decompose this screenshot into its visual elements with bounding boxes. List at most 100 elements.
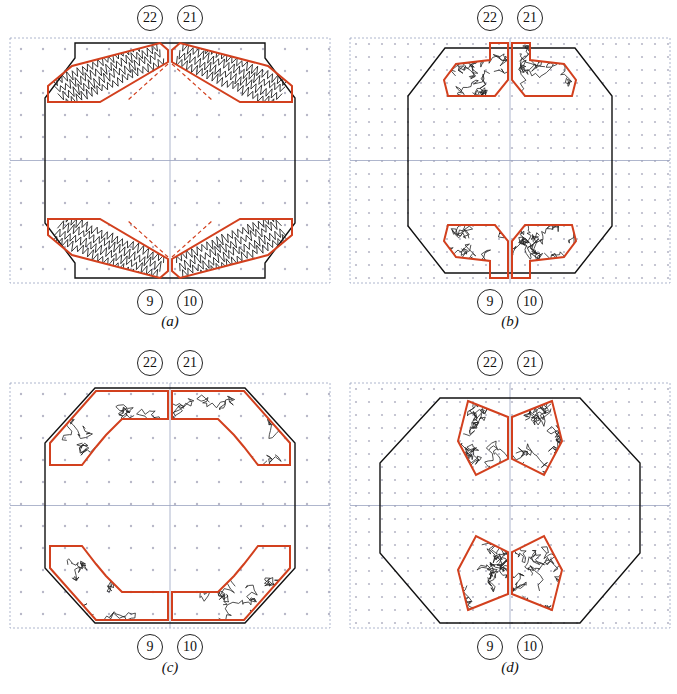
fitted-envelope bbox=[172, 546, 290, 620]
callout-circle: 10 bbox=[177, 289, 203, 315]
fitted-envelope bbox=[458, 401, 508, 475]
molecule-trace bbox=[187, 546, 281, 620]
grid-axis bbox=[10, 160, 330, 161]
callout-circle: 22 bbox=[477, 5, 503, 31]
molecule-trace bbox=[512, 225, 574, 275]
callout-circle: 9 bbox=[477, 289, 503, 315]
grid-frame bbox=[10, 38, 330, 283]
callout-circle: 22 bbox=[137, 5, 163, 31]
callout-number: 10 bbox=[523, 639, 537, 655]
callout-circle: 21 bbox=[517, 5, 543, 31]
molecule-quadrant bbox=[172, 546, 290, 620]
dot-grid bbox=[10, 38, 330, 283]
callout-circle: 9 bbox=[137, 634, 163, 660]
molecule-quadrant bbox=[444, 43, 508, 96]
fitted-envelope bbox=[444, 225, 508, 278]
callout-circle: 10 bbox=[517, 634, 543, 660]
grid-axis bbox=[350, 160, 670, 161]
callout-number: 22 bbox=[483, 10, 497, 26]
callout-number: 21 bbox=[183, 10, 197, 26]
fitted-envelope bbox=[172, 391, 290, 465]
callout-circle: 21 bbox=[177, 5, 203, 31]
panel-drawing bbox=[350, 38, 670, 283]
molecule-quadrant bbox=[172, 391, 290, 465]
molecule-trace bbox=[446, 46, 508, 96]
fitted-envelope bbox=[172, 43, 292, 102]
callout-circle: 21 bbox=[517, 350, 543, 376]
callout-number: 22 bbox=[143, 355, 157, 371]
molecule-quadrant bbox=[172, 37, 292, 108]
callout-number: 9 bbox=[147, 294, 154, 310]
molecule-quadrant bbox=[48, 35, 168, 106]
grid-axis bbox=[350, 505, 670, 506]
molecule-quadrant bbox=[512, 401, 562, 475]
dot-grid bbox=[10, 383, 330, 628]
callout-number: 21 bbox=[523, 10, 537, 26]
callout-number: 22 bbox=[143, 10, 157, 26]
callout-number: 22 bbox=[483, 355, 497, 371]
fitted-envelope bbox=[458, 536, 508, 610]
callout-number: 21 bbox=[183, 355, 197, 371]
molecule-trace bbox=[50, 546, 168, 620]
molecule-quadrant bbox=[458, 536, 508, 610]
molecule-trace bbox=[512, 401, 562, 475]
callout-circle: 10 bbox=[177, 634, 203, 660]
molecule-quadrant bbox=[458, 401, 508, 475]
molecule-quadrant bbox=[512, 225, 576, 278]
molecule-quadrant bbox=[512, 536, 562, 610]
callout-number: 10 bbox=[183, 639, 197, 655]
molecule-trace bbox=[514, 46, 573, 93]
molecule-quadrant bbox=[50, 391, 168, 465]
molecule-trace bbox=[458, 401, 508, 475]
panel-label: (b) bbox=[501, 313, 519, 330]
cell-outline bbox=[45, 388, 295, 623]
panel-drawing bbox=[350, 383, 670, 628]
fitted-envelope bbox=[512, 536, 562, 610]
fitted-envelope bbox=[512, 401, 562, 475]
callout-number: 9 bbox=[147, 639, 154, 655]
callout-number: 10 bbox=[523, 294, 537, 310]
molecule-trace bbox=[172, 392, 290, 465]
molecule-trace bbox=[512, 536, 562, 610]
fitted-envelope bbox=[48, 43, 168, 102]
grid-frame bbox=[350, 383, 670, 628]
molecule-quadrant bbox=[48, 213, 168, 287]
molecule-trace bbox=[62, 405, 166, 465]
molecule-quadrant bbox=[444, 225, 508, 278]
dot-grid bbox=[350, 38, 670, 283]
callout-number: 21 bbox=[523, 355, 537, 371]
callout-circle: 9 bbox=[477, 634, 503, 660]
fitted-envelope bbox=[48, 219, 168, 278]
fitted-envelope bbox=[512, 43, 576, 96]
fitted-envelope bbox=[512, 225, 576, 278]
dot-grid bbox=[350, 383, 670, 628]
fitted-envelope bbox=[444, 43, 508, 96]
callout-circle: 22 bbox=[137, 350, 163, 376]
fitted-envelope bbox=[50, 546, 168, 620]
callout-circle: 10 bbox=[517, 289, 543, 315]
callout-number: 9 bbox=[487, 639, 494, 655]
cell-outline bbox=[380, 398, 640, 623]
grid-axis bbox=[10, 505, 330, 506]
molecule-quadrant bbox=[512, 43, 576, 96]
grid-frame bbox=[350, 38, 670, 283]
callout-number: 9 bbox=[487, 294, 494, 310]
panel-label: (c) bbox=[162, 659, 179, 676]
panel-drawing bbox=[10, 35, 330, 287]
cell-outline bbox=[408, 48, 612, 273]
callout-number: 10 bbox=[183, 294, 197, 310]
molecule-quadrant bbox=[172, 213, 292, 286]
molecule-trace bbox=[446, 225, 508, 275]
callout-circle: 9 bbox=[137, 289, 163, 315]
callout-circle: 21 bbox=[177, 350, 203, 376]
molecule-quadrant bbox=[50, 546, 168, 620]
panel-label: (d) bbox=[501, 659, 519, 676]
panel-label: (a) bbox=[161, 313, 179, 330]
fitted-envelope bbox=[50, 391, 168, 465]
panel-drawing bbox=[10, 383, 330, 628]
fitted-envelope bbox=[172, 219, 292, 278]
grid-frame bbox=[10, 383, 330, 628]
callout-circle: 22 bbox=[477, 350, 503, 376]
